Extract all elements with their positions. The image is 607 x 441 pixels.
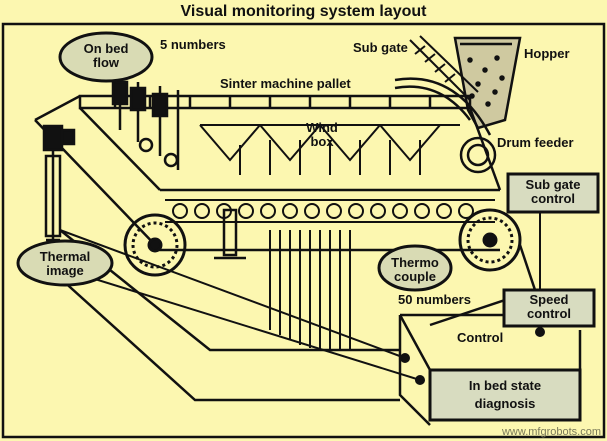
hopper-label: Hopper — [524, 46, 570, 61]
control-label: Control — [457, 330, 504, 345]
wind-box-label: Wind box — [302, 121, 342, 148]
thermal-image-line1: Thermal — [39, 249, 91, 264]
diagram-title: Visual monitoring system layout — [180, 3, 427, 20]
thermal-image-ellipse — [16, 239, 114, 287]
sinter-pallet-label: Sinter machine pallet — [220, 76, 351, 91]
speed-control-label: Speed control — [506, 293, 592, 320]
speed-control-line2: control — [526, 305, 572, 321]
wind-boxes — [199, 124, 460, 175]
roller-chain — [165, 199, 495, 223]
support-post — [214, 208, 246, 260]
drum-feeder — [459, 136, 497, 174]
sprocket-right — [458, 208, 522, 272]
thermo-couple-ellipse — [377, 244, 453, 292]
speed-control-line1: Speed — [529, 292, 569, 307]
sub-gate-chute — [409, 35, 479, 101]
thermal-image-line2: image — [46, 262, 84, 278]
signal-lines — [39, 180, 545, 385]
in-bed-line2: diagnosis — [474, 395, 536, 411]
wind-box-line1: Wind — [306, 120, 338, 135]
on-bed-flow-label: On bed flow — [68, 42, 144, 69]
five-numbers-label: 5 numbers — [160, 37, 226, 52]
thermal-image-label: Thermal image — [24, 250, 106, 277]
sub-gate-control-line2: control — [530, 190, 576, 206]
thermo-couple-label: Thermo couple — [385, 256, 445, 283]
outer-frame — [1, 22, 606, 439]
in-bed-line1: In bed state — [468, 378, 542, 393]
wind-box-line2: box — [310, 133, 334, 149]
sub-gate-control-box — [506, 172, 600, 214]
on-bed-flow-ellipse — [58, 31, 154, 83]
thermo-couple-line1: Thermo — [391, 255, 439, 270]
on-bed-flow-sensors — [111, 80, 180, 170]
in-bed-diagnosis-label: In bed state diagnosis — [432, 379, 578, 410]
drum-feeder-label: Drum feeder — [497, 135, 574, 150]
in-bed-diagnosis-box — [428, 368, 582, 422]
thermal-camera — [42, 124, 76, 242]
sprocket-left — [123, 213, 187, 277]
fifty-numbers-label: 50 numbers — [398, 292, 471, 307]
sub-gate-control-line1: Sub gate — [525, 177, 581, 192]
speed-control-box — [502, 288, 596, 328]
on-bed-flow-line1: On bed — [83, 41, 129, 56]
on-bed-flow-line2: flow — [93, 54, 119, 70]
sub-gate-label: Sub gate — [353, 40, 408, 55]
thermo-couple-line2: couple — [394, 268, 436, 284]
sub-gate-control-label: Sub gate control — [510, 178, 596, 205]
thermocouple-wires — [269, 230, 351, 350]
watermark: www.mfgrobots.com — [501, 426, 601, 438]
